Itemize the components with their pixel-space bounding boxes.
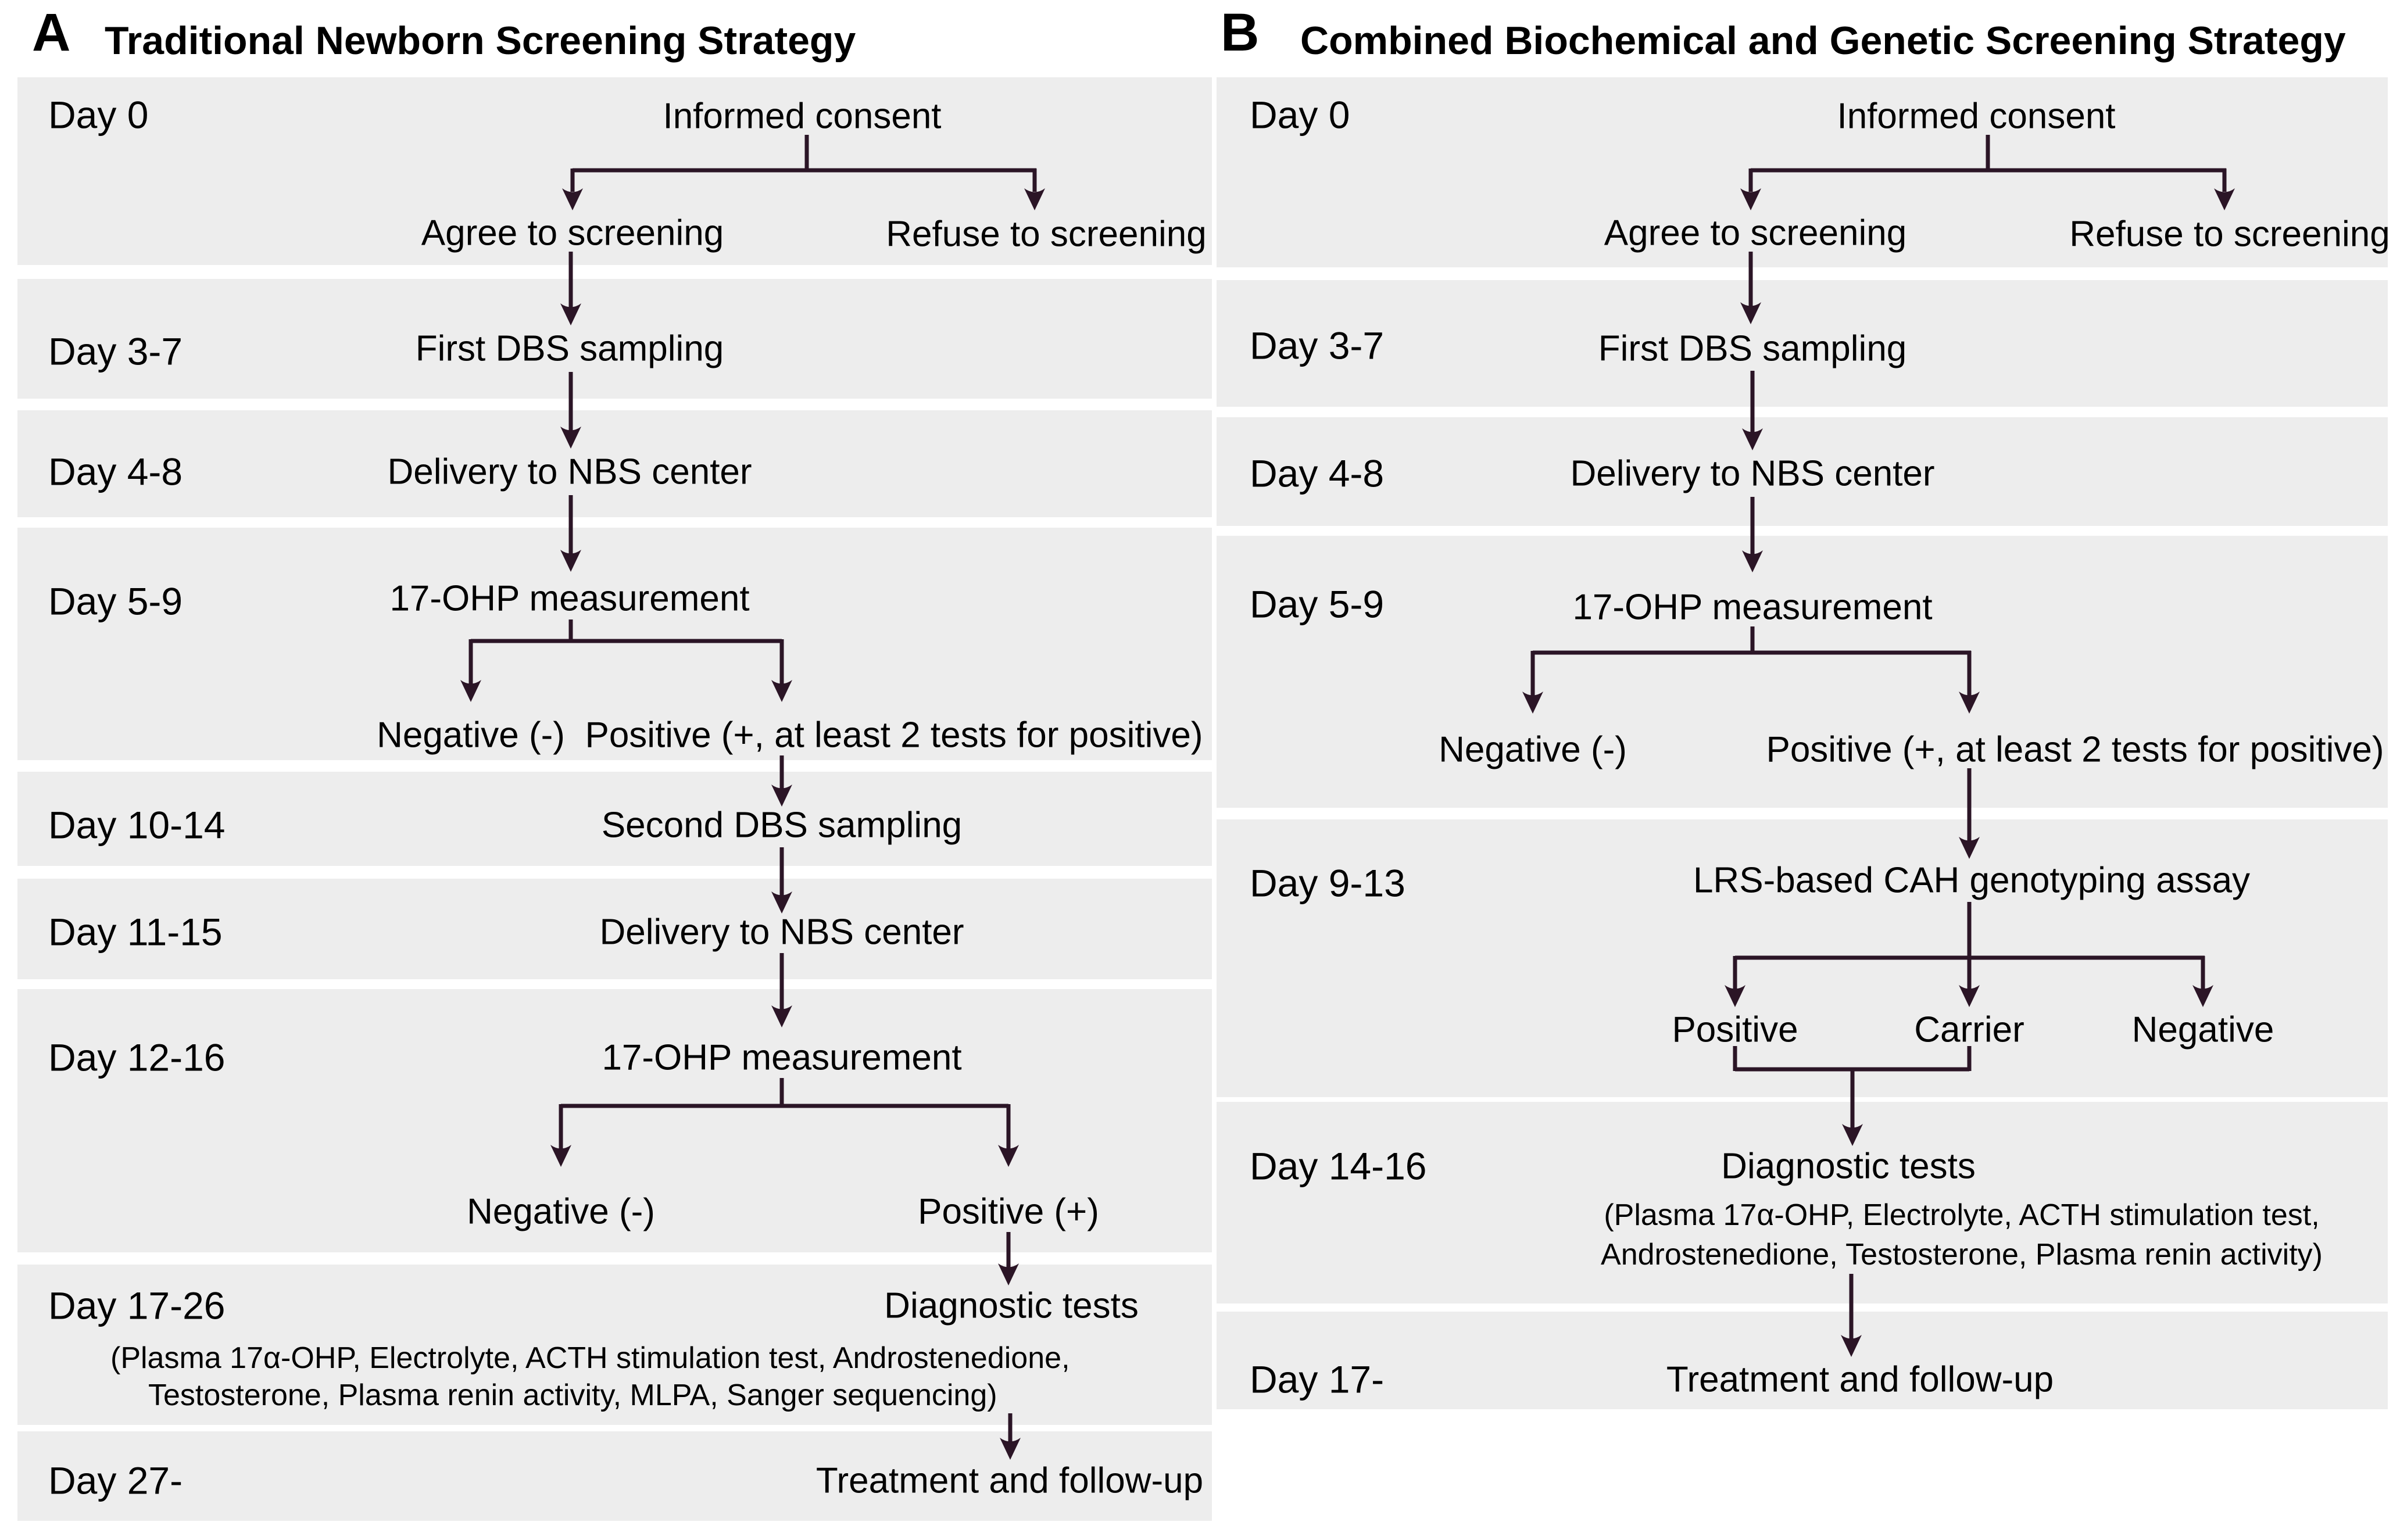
panel-b-node-first-dbs: First DBS sampling <box>1598 328 1907 369</box>
panel-b-band-day-3-7 <box>1217 280 2388 407</box>
panel-a-node-positive-1: Positive (+, at least 2 tests for positi… <box>585 715 1203 755</box>
panel-a-node-diagnostic: Diagnostic tests <box>884 1285 1139 1326</box>
panel-b-day-label-2: Day 4-8 <box>1250 452 1385 495</box>
panel-a-node-positive-2: Positive (+) <box>918 1191 1099 1232</box>
panel-b-title: Combined Biochemical and Genetic Screeni… <box>1300 19 2346 63</box>
panel-a-day-label-3: Day 5-9 <box>48 579 183 623</box>
panel-b-band-day-5-9 <box>1217 536 2388 808</box>
panel-a-node-treatment: Treatment and follow-up <box>815 1460 1204 1501</box>
panel-a-day-label-0: Day 0 <box>48 93 149 137</box>
panel-b-node-ohp-1: 17-OHP measurement <box>1572 587 1933 628</box>
panel-a-node-ohp-2: 17-OHP measurement <box>602 1037 962 1078</box>
panel-a-band-day-4-8 <box>17 410 1212 517</box>
panel-b-node-lrs-assay: LRS-based CAH genotyping assay <box>1693 860 2251 901</box>
panel-b-node-genotype-negative: Negative <box>2131 1009 2274 1050</box>
panel-b-node-informed-consent: Informed consent <box>1837 96 2116 137</box>
panel-a-node-informed-consent: Informed consent <box>663 96 942 137</box>
panel-b-day-label-3: Day 5-9 <box>1250 582 1385 626</box>
panel-b-day-label-4: Day 9-13 <box>1250 861 1405 905</box>
panel-b-band-day-17 <box>1217 1312 2388 1409</box>
panel-a-day-label-4: Day 10-14 <box>48 803 226 847</box>
panel-a-day-label-6: Day 12-16 <box>48 1036 226 1079</box>
panel-a-day-label-5: Day 11-15 <box>48 910 223 954</box>
panel-b-node-positive-1: Positive (+, at least 2 tests for positi… <box>1766 729 2384 770</box>
panel-a-day-label-1: Day 3-7 <box>48 330 183 373</box>
panel-a-letter: A <box>32 3 71 62</box>
panel-b-day-label-5: Day 14-16 <box>1250 1144 1427 1188</box>
panel-b-diagnostic-note-line-1: (Plasma 17α-OHP, Electrolyte, ACTH stimu… <box>1604 1198 2320 1233</box>
panel-b-node-diagnostic: Diagnostic tests <box>1721 1146 1976 1187</box>
panel-a-band-day-3-7 <box>17 279 1212 399</box>
panel-a-node-negative-2: Negative (-) <box>467 1191 655 1232</box>
panel-b-day-label-1: Day 3-7 <box>1250 324 1385 367</box>
panel-a-node-second-dbs: Second DBS sampling <box>601 805 963 846</box>
panel-a-diagnostic-note-line-1: (Plasma 17α-OHP, Electrolyte, ACTH stimu… <box>110 1341 1070 1376</box>
panel-a-title: Traditional Newborn Screening Strategy <box>105 19 856 63</box>
panel-b-node-genotype-carrier: Carrier <box>1914 1009 2024 1050</box>
panel-a-node-agree: Agree to screening <box>421 213 724 253</box>
panel-a-day-label-7: Day 17-26 <box>48 1284 226 1327</box>
panel-a-node-ohp-1: 17-OHP measurement <box>389 578 750 619</box>
panel-a-node-first-dbs: First DBS sampling <box>415 328 724 369</box>
panel-a-band-day-12-16 <box>17 989 1212 1252</box>
panel-b-day-label-6: Day 17- <box>1250 1358 1385 1401</box>
panel-b-node-refuse: Refuse to screening <box>2069 214 2390 255</box>
panel-b-node-agree: Agree to screening <box>1604 213 1907 253</box>
panel-a-node-delivery-2: Delivery to NBS center <box>599 912 964 952</box>
panel-b-day-label-0: Day 0 <box>1250 93 1350 137</box>
panel-a-band-day-17-26 <box>17 1265 1212 1425</box>
panel-a-band-day-11-15 <box>17 879 1212 979</box>
panel-b-node-treatment: Treatment and follow-up <box>1666 1359 2054 1400</box>
panel-b-diagnostic-note-line-2: Androstenedione, Testosterone, Plasma re… <box>1601 1238 2323 1272</box>
panel-a-day-label-2: Day 4-8 <box>48 450 183 493</box>
panel-b-node-genotype-positive: Positive <box>1672 1009 1798 1050</box>
panel-a-band-day-10-14 <box>17 772 1212 866</box>
panel-a-diagnostic-note-line-2: Testosterone, Plasma renin activity, MLP… <box>148 1378 997 1413</box>
panel-b-band-day-0 <box>1217 77 2388 267</box>
panel-a-node-delivery-1: Delivery to NBS center <box>387 452 752 492</box>
panel-b-band-day-14-16 <box>1217 1102 2388 1303</box>
panel-b-band-day-4-8 <box>1217 417 2388 526</box>
panel-a-node-refuse: Refuse to screening <box>886 214 1207 255</box>
panel-a-day-label-8: Day 27- <box>48 1459 183 1502</box>
panel-b-node-negative-1: Negative (-) <box>1439 729 1627 770</box>
panel-b-node-delivery-1: Delivery to NBS center <box>1570 453 1935 494</box>
panel-a-node-negative-1: Negative (-) <box>377 715 565 755</box>
panel-a-band-day-5-9 <box>17 528 1212 760</box>
panel-b-letter: B <box>1221 3 1260 62</box>
